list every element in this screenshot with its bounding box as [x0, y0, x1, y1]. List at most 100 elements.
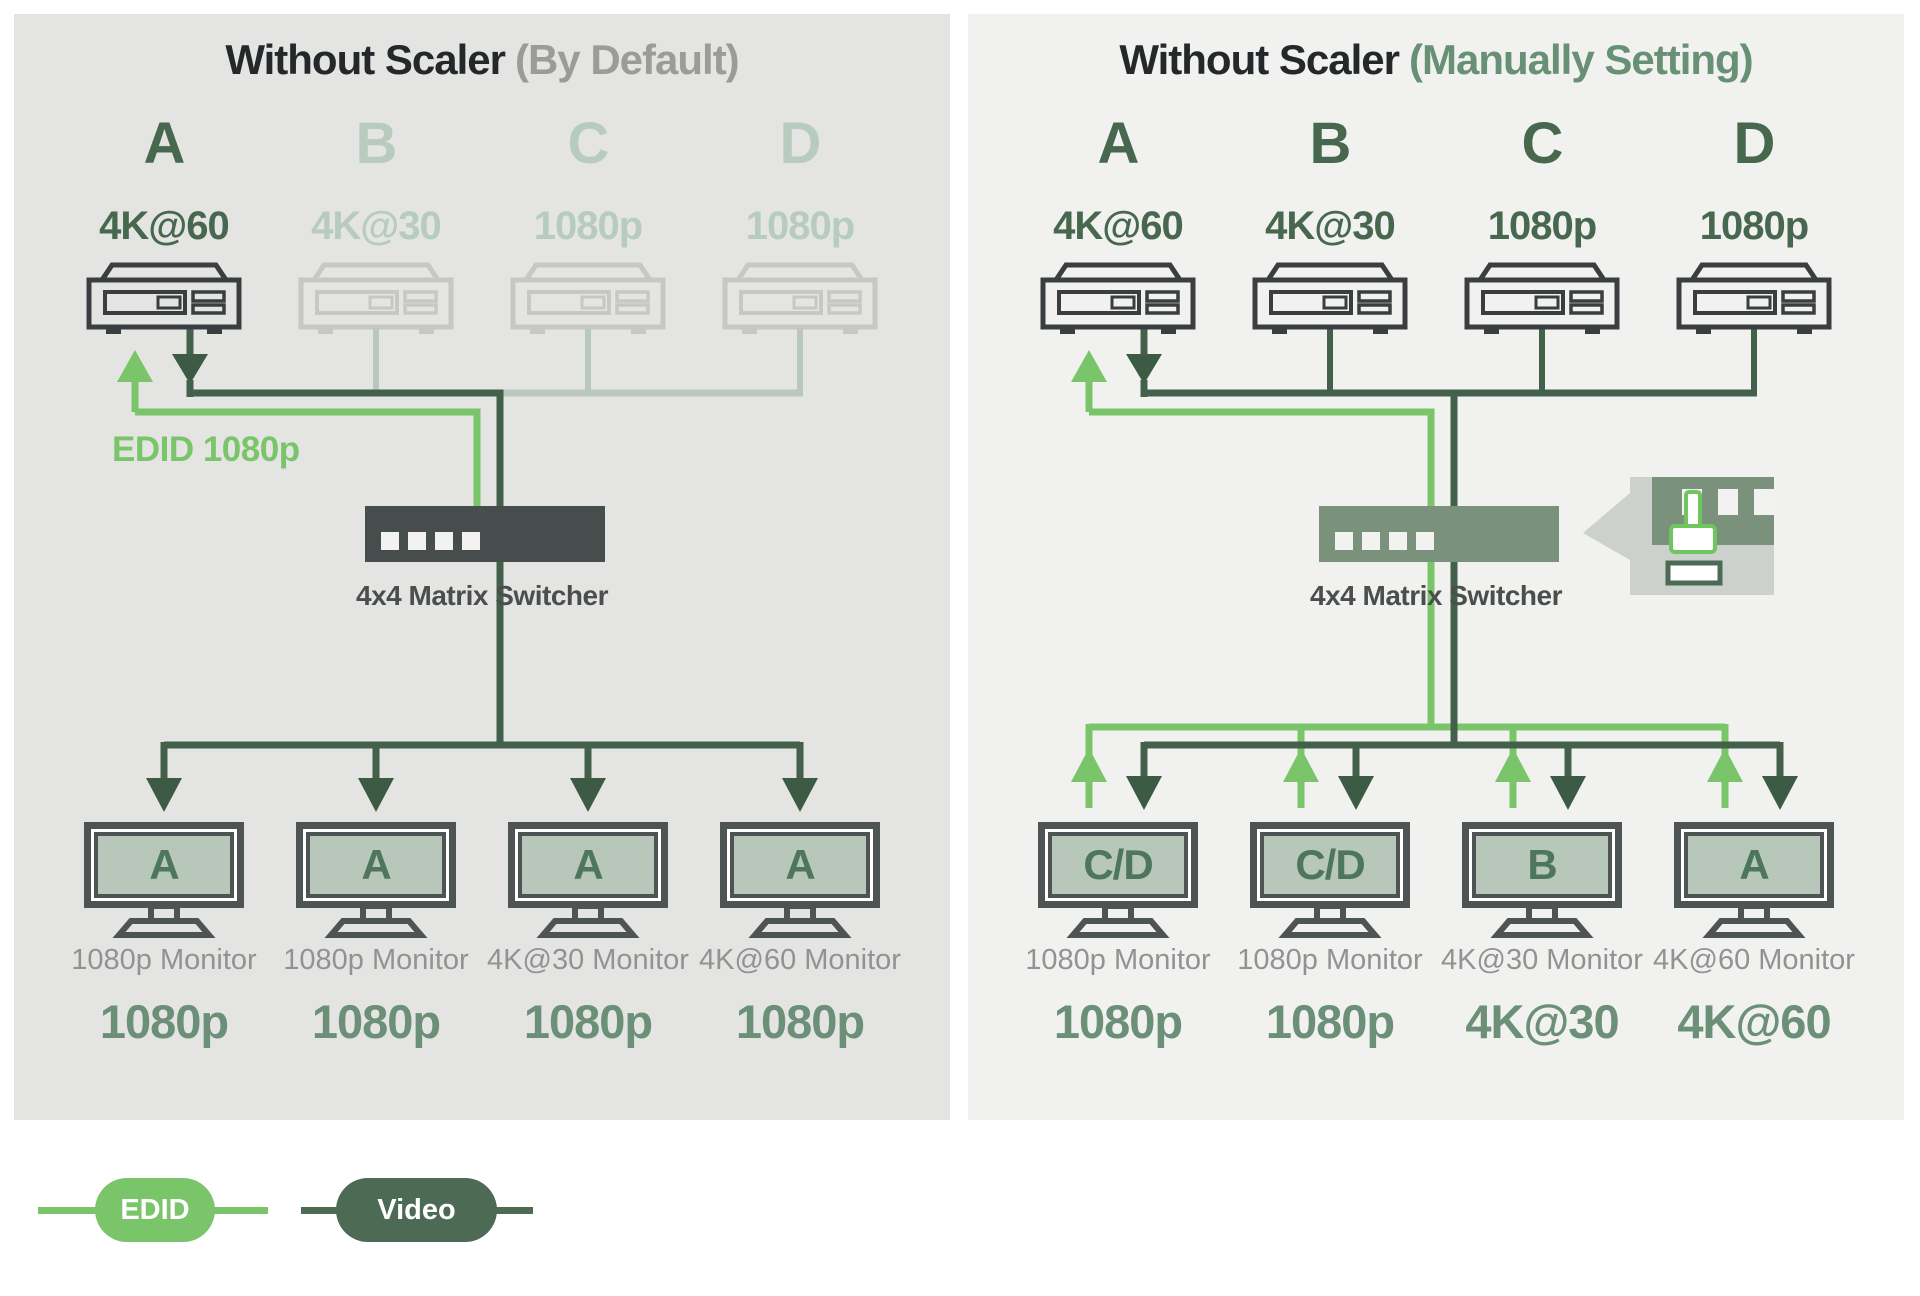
edid-path-input: [1071, 350, 1435, 506]
source-device-icon: [1467, 265, 1617, 334]
edid-path-output: [1071, 562, 1743, 808]
source-letter-a: A: [1097, 111, 1140, 176]
video-down-arrow-icon: [1762, 776, 1798, 810]
source-resolution-d: 1080p: [1699, 204, 1809, 248]
source-device-icon: [1255, 265, 1405, 334]
source-resolution-a: 4K@60: [99, 204, 230, 248]
source-device-icon: [89, 265, 239, 334]
monitor-name: 1080p Monitor: [71, 944, 257, 976]
panel-title-suffix: (By Default): [514, 36, 740, 83]
monitor-icon: A: [84, 822, 244, 908]
source-letter-d: D: [1733, 111, 1776, 176]
edid-label: EDID 1080p: [112, 430, 300, 469]
monitor-icon: A: [508, 822, 668, 908]
switcher-led: [435, 532, 453, 550]
source-letter-d: D: [779, 111, 822, 176]
monitor-screen: B: [1472, 832, 1612, 898]
legend-edid-label: EDID: [120, 1193, 190, 1226]
video-down-arrow-icon: [782, 778, 818, 812]
monitor-output-resolution: 4K@60: [1677, 995, 1831, 1048]
monitor-icon: A: [296, 822, 456, 908]
source-letter-c: C: [1521, 111, 1564, 176]
monitor-output-resolution: 1080p: [311, 995, 441, 1048]
panel-title: Without Scaler(By Default): [14, 36, 950, 84]
panel-title-suffix: (Manually Setting): [1408, 36, 1754, 83]
monitor-screen: A: [518, 832, 658, 898]
monitor-output-resolution: 1080p: [99, 995, 229, 1048]
monitor-output-resolution: 4K@30: [1465, 995, 1619, 1048]
wiring-diagram-right: [968, 14, 1904, 1120]
monitor-stand-icon: [1497, 906, 1587, 935]
monitor-screen-label: C/D: [1295, 841, 1365, 888]
monitor-stand-icon: [1285, 906, 1375, 935]
legend: EDID Video: [0, 1160, 1920, 1296]
hand-cursor-icon: [1665, 490, 1723, 586]
monitor-icon: C/D: [1038, 822, 1198, 908]
panel-without-scaler-manual: Without Scaler(Manually Setting) A B C D…: [968, 14, 1904, 1120]
source-resolution-b: 4K@30: [1265, 204, 1396, 248]
monitor-name: 1080p Monitor: [1237, 944, 1423, 976]
monitor-stand-icon: [1709, 906, 1799, 935]
edid-path-input: [117, 350, 481, 506]
video-path-output: [146, 562, 818, 812]
monitor-screen: A: [306, 832, 446, 898]
monitor-screen-label: A: [149, 841, 179, 888]
switcher-led: [381, 532, 399, 550]
video-down-arrow-icon: [1338, 776, 1374, 810]
monitor-icon: C/D: [1250, 822, 1410, 908]
source-device-icon: [301, 265, 451, 334]
video-down-arrow-icon: [1126, 776, 1162, 810]
monitor-screen-label: A: [785, 841, 815, 888]
video-path-input: [172, 320, 504, 506]
monitor-name: 4K@30 Monitor: [487, 944, 689, 976]
source-resolution-b: 4K@30: [311, 204, 442, 248]
source-letter-a: A: [143, 111, 186, 176]
monitor-name: 1080p Monitor: [1025, 944, 1211, 976]
panel-without-scaler-default: Without Scaler(By Default) A B C D 4K@60…: [14, 14, 950, 1120]
edid-up-arrow-icon: [117, 350, 153, 382]
source-letter-c: C: [567, 111, 610, 176]
monitor-name: 4K@60 Monitor: [1653, 944, 1855, 976]
video-down-arrow-icon: [1126, 354, 1162, 384]
source-resolution-a: 4K@60: [1053, 204, 1184, 248]
source-device-icon: [725, 265, 875, 334]
monitor-stand-icon: [119, 906, 209, 935]
monitor-output-resolution: 1080p: [1053, 995, 1183, 1048]
switcher-led: [1416, 532, 1434, 550]
source-resolution-c: 1080p: [1487, 204, 1597, 248]
edid-up-arrow-icon: [1071, 748, 1107, 782]
wiring-diagram-left: [14, 14, 950, 1120]
legend-video-label: Video: [377, 1193, 456, 1226]
video-down-arrow-icon: [146, 778, 182, 812]
matrix-switcher-icon: [365, 506, 605, 562]
monitor-name: 4K@30 Monitor: [1441, 944, 1643, 976]
panel-title: Without Scaler(Manually Setting): [968, 36, 1904, 84]
monitor-screen-label: A: [361, 841, 391, 888]
monitor-screen: A: [1684, 832, 1824, 898]
legend-edid-pill: EDID: [95, 1178, 215, 1242]
monitor-icon: A: [1674, 822, 1834, 908]
switcher-led: [462, 532, 480, 550]
monitor-icon: A: [720, 822, 880, 908]
source-lines: [1327, 320, 1757, 393]
faded-source-lines: [373, 320, 803, 397]
monitor-screen: C/D: [1260, 832, 1400, 898]
switcher-led: [1362, 532, 1380, 550]
source-device-icon: [1679, 265, 1829, 334]
monitor-name: 4K@60 Monitor: [699, 944, 901, 976]
monitor-stand-icon: [1073, 906, 1163, 935]
switcher-led: [408, 532, 426, 550]
switcher-led: [1335, 532, 1353, 550]
video-down-arrow-icon: [172, 354, 208, 384]
monitor-screen-label: B: [1527, 841, 1557, 888]
pressed-button: [1665, 560, 1723, 586]
monitor-output-resolution: 1080p: [523, 995, 653, 1048]
source-device-icon: [513, 265, 663, 334]
switcher-led: [1389, 532, 1407, 550]
panel-title-main: Without Scaler: [225, 36, 506, 83]
edid-up-arrow-icon: [1495, 748, 1531, 782]
source-letter-b: B: [355, 111, 398, 176]
monitor-screen: A: [94, 832, 234, 898]
monitor-stand-icon: [755, 906, 845, 935]
switcher-label: 4x4 Matrix Switcher: [356, 580, 608, 611]
